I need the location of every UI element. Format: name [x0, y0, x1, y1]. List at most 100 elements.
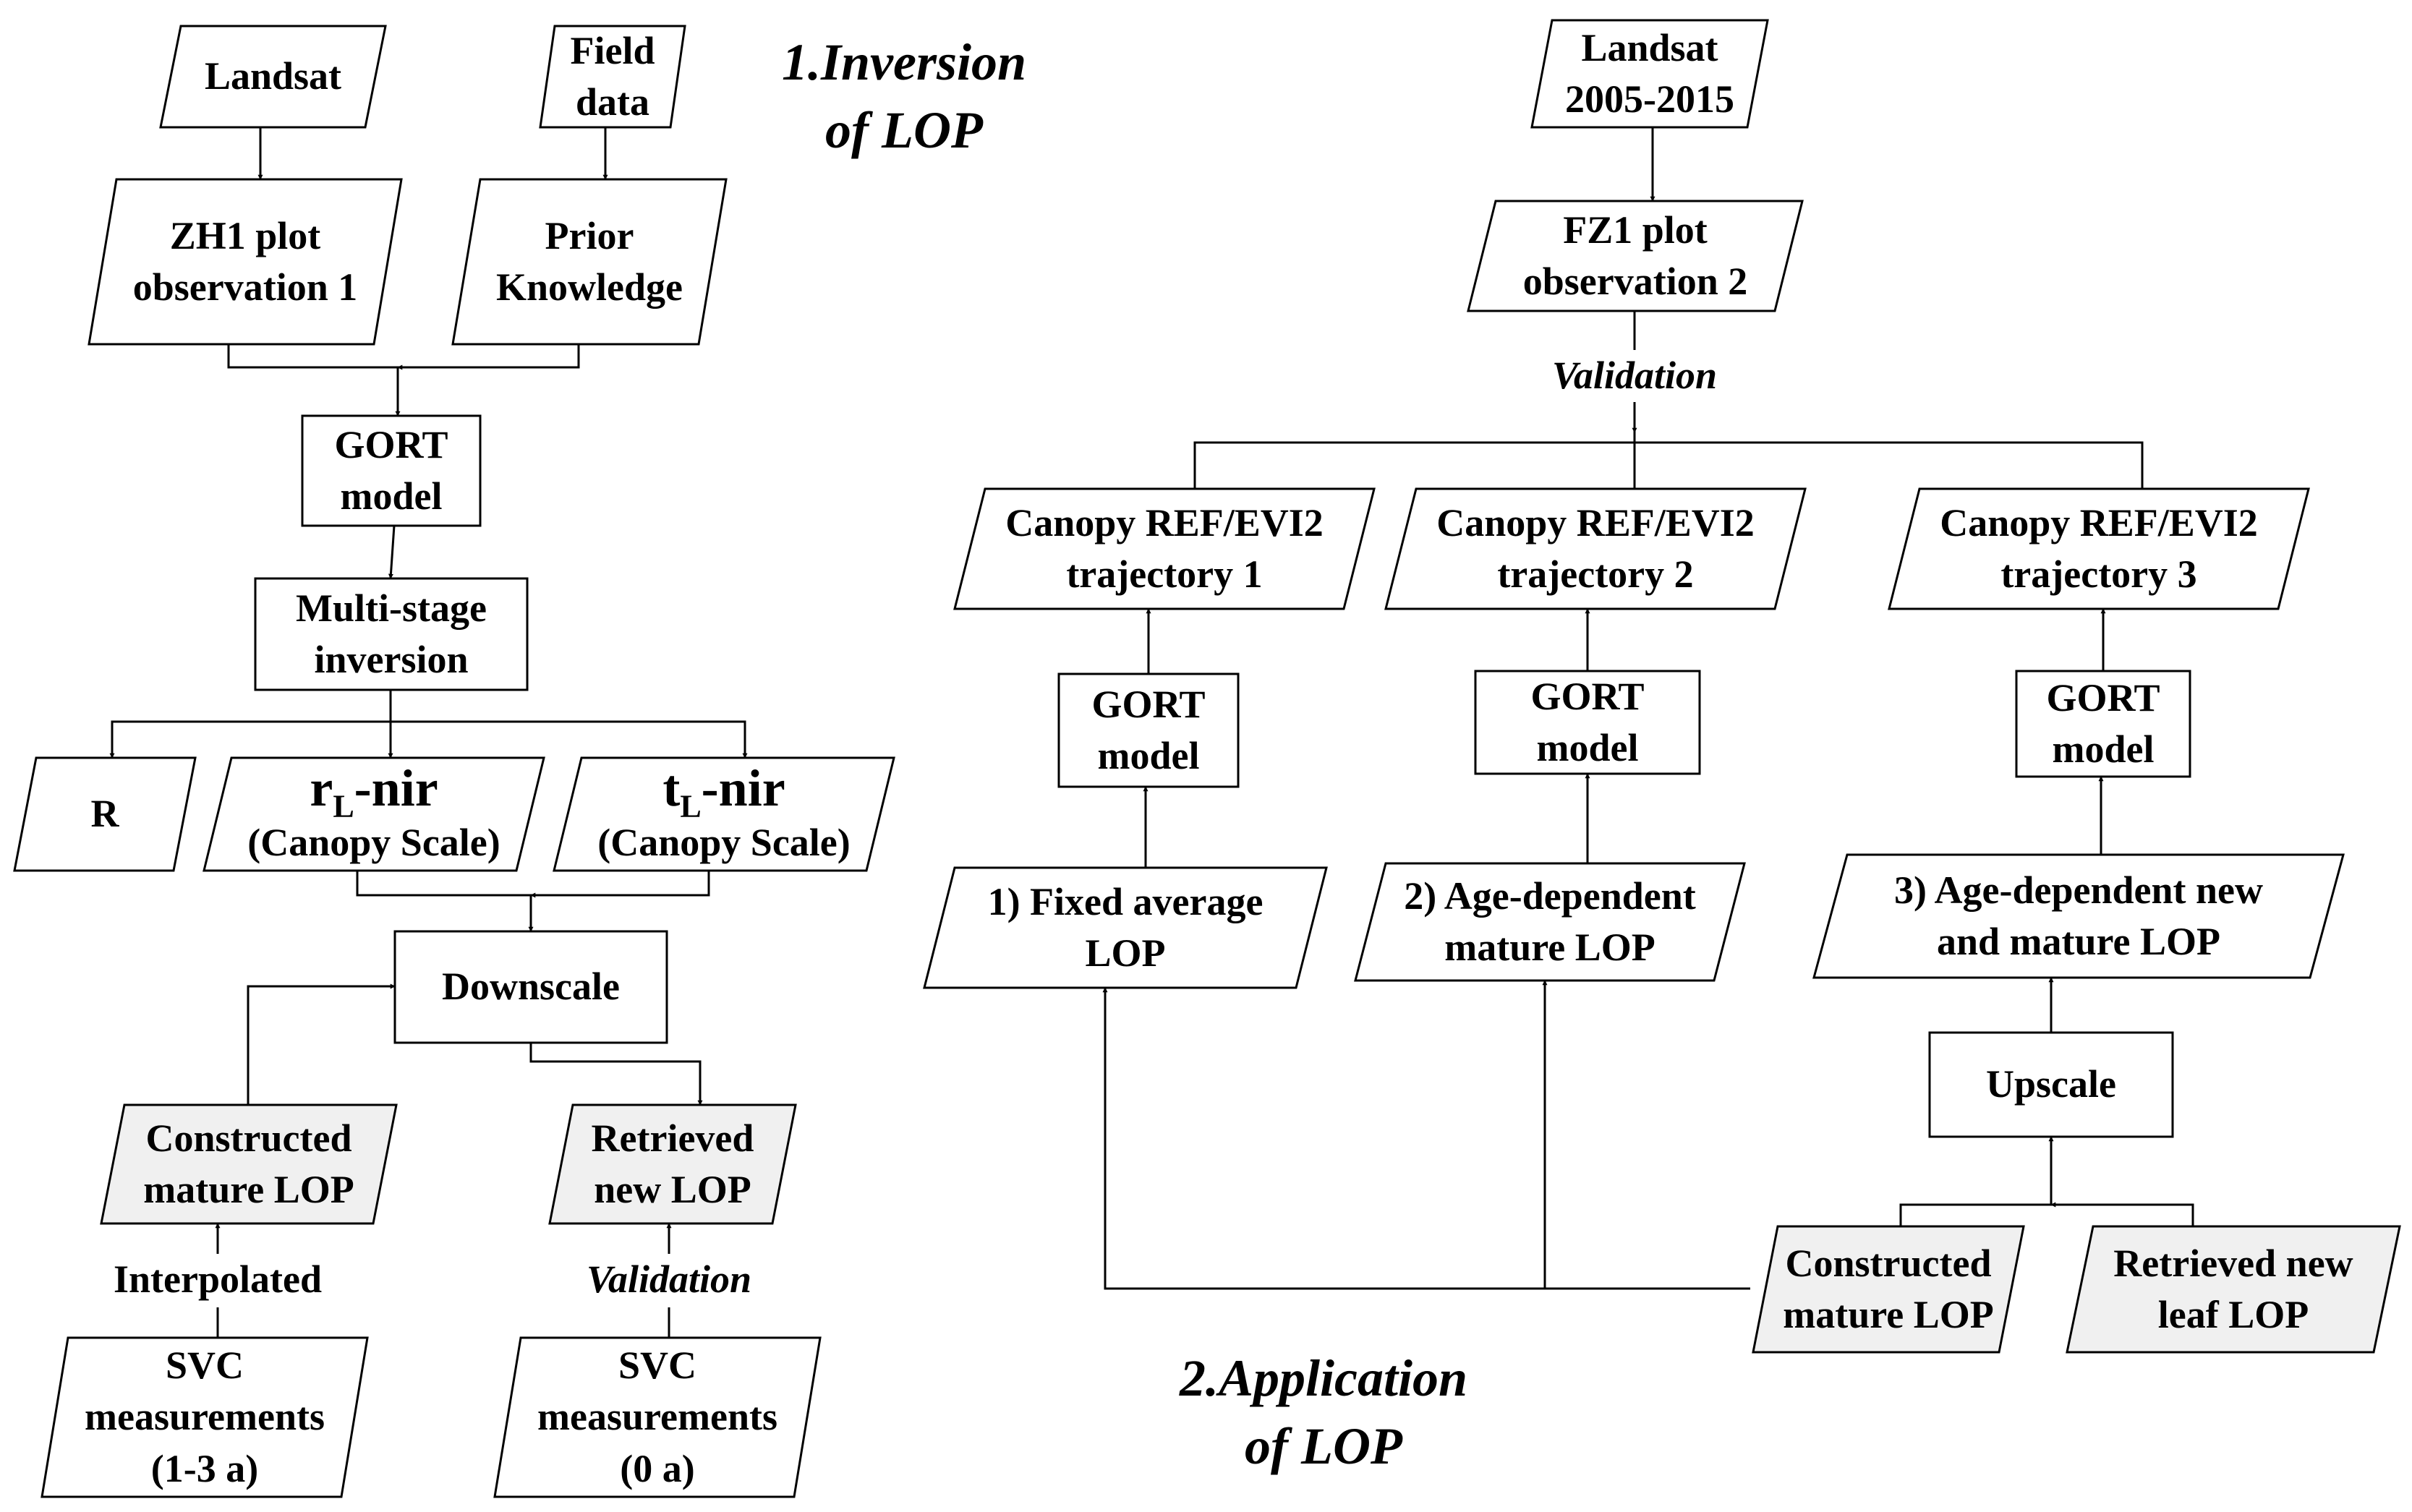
edge-multi-stage-to-tl-nir [391, 720, 748, 759]
tl-nir-scale-text: (Canopy Scale) [597, 820, 851, 864]
gort-2-line-1: GORT [1530, 674, 1645, 718]
edge-constructed-mature-2-to-fixed-avg [1102, 987, 1750, 1290]
gort-2-line-2: model [1536, 726, 1639, 769]
zh1-plot-label: ZH1 plot observation 1 [89, 179, 401, 344]
multi-stage-line-1: Multi-stage [296, 586, 487, 630]
field-data-line-2: data [575, 80, 649, 124]
multi-stage-process-box [254, 577, 529, 691]
rl-nir-label: rL-nir(Canopy Scale) [204, 758, 544, 871]
field-data-line-1: Field [570, 28, 655, 72]
edges-layer [109, 127, 2194, 1338]
age-new-mature-data-shape [1812, 853, 2345, 979]
tl-nir-symbol-rest: -nir [701, 759, 785, 817]
traj-3-line-2: trajectory 3 [2000, 552, 2197, 596]
constructed-mature-1-data-shape [100, 1103, 398, 1225]
section-title-application-line-1: 2.Application [1179, 1349, 1468, 1407]
fz1-plot-line-2: observation 2 [1522, 260, 1748, 303]
rl-nir-symbol-subscript: L [333, 788, 354, 824]
gort-3-label: GORT model [2016, 671, 2190, 777]
constructed-mature-1-line-2: mature LOP [143, 1168, 354, 1211]
traj-2-data-shape [1384, 487, 1807, 610]
fz1-plot-data-shape [1467, 200, 1804, 312]
svc-0a-line-1: SVC [618, 1344, 697, 1388]
svc-0a-data-shape [493, 1336, 822, 1498]
zh1-plot-line-1: ZH1 plot [169, 213, 321, 257]
rl-nir-data-shape [203, 756, 545, 872]
gort-inversion-line-1: GORT [334, 422, 448, 466]
fz1-plot-line-1: FZ1 plot [1563, 208, 1708, 252]
age-mature-line-1: 2) Age-dependent [1404, 874, 1696, 918]
edge-fz1-plot-to-traj-3 [1635, 441, 2144, 489]
gort-1-line-2: model [1097, 734, 1200, 777]
section-title-inversion-line-1: 1.Inversion [781, 33, 1027, 91]
retrieved-new-1-line-1: Retrieved [591, 1116, 754, 1160]
landsat-0515-line-1: Landsat [1581, 25, 1718, 69]
traj-1-line-2: trajectory 1 [1066, 552, 1263, 596]
downscale-process-box [393, 930, 668, 1044]
edge-rl-nir-to-downscale [356, 871, 534, 932]
edge-downscale-to-retrieved-new-1 [529, 1043, 703, 1106]
landsat-label: Landsat [161, 26, 385, 127]
gort-inversion-line-2: model [340, 474, 443, 518]
traj-3-line-1: Canopy REF/EVI2 [1940, 500, 2258, 544]
gort-2-label: GORT model [1475, 671, 1700, 774]
edge-zh1-plot-to-gort-inversion [227, 344, 401, 417]
section-title-inversion-line-2: of LOP [825, 101, 983, 159]
constructed-mature-1-line-1: Constructed [145, 1116, 352, 1160]
tl-nir-label: tL-nir(Canopy Scale) [554, 758, 894, 871]
gort-3-line-2: model [2052, 727, 2155, 771]
downscale-line-1: Downscale [442, 965, 620, 1009]
svc-13a-line-3: (1-3 a) [150, 1446, 259, 1490]
landsat-line-1: Landsat [204, 54, 342, 98]
landsat-0515-label: Landsat 2005-2015 [1532, 20, 1768, 127]
age-new-mature-line-1: 3) Age-dependent new [1894, 868, 2263, 912]
retrieved-new-1-label: Retrieved new LOP [550, 1105, 796, 1223]
upscale-label: Upscale [1930, 1033, 2173, 1137]
edge-label-interpolated: Interpolated [73, 1254, 362, 1306]
tl-nir-symbol-main: t [662, 759, 681, 817]
landsat-0515-line-2: 2005-2015 [1565, 77, 1734, 121]
nodes-layer [13, 19, 2401, 1498]
edge-tl-nir-to-downscale [530, 871, 710, 898]
section-title-inversion: 1.Inversion of LOP [752, 29, 1056, 164]
prior-knowledge-line-1: Prior [545, 213, 634, 257]
traj-2-line-2: trajectory 2 [1497, 552, 1694, 596]
tl-nir-symbol: tL-nir [662, 759, 785, 821]
svc-13a-data-shape [41, 1336, 369, 1498]
edge-label-validation-right: Validation [1490, 350, 1779, 402]
fixed-avg-line-1: 1) Fixed average [987, 879, 1263, 923]
tl-nir-symbol-subscript: L [680, 788, 702, 824]
r-param-line-1: R [90, 792, 119, 836]
traj-1-data-shape [953, 487, 1376, 610]
fixed-avg-data-shape [923, 866, 1328, 989]
constructed-mature-2-line-2: mature LOP [1783, 1293, 1994, 1336]
traj-3-label: Canopy REF/EVI2 trajectory 3 [1889, 489, 2309, 609]
retrieved-new-1-line-2: new LOP [594, 1168, 751, 1211]
zh1-plot-line-2: observation 1 [132, 265, 358, 309]
field-data-data-shape [539, 25, 686, 129]
gort-3-line-1: GORT [2046, 675, 2160, 719]
rl-nir-symbol-rest: -nir [354, 759, 438, 817]
edge-label-validation-left: Validation [524, 1254, 814, 1306]
prior-knowledge-line-2: Knowledge [495, 265, 683, 309]
downscale-label: Downscale [395, 931, 667, 1043]
edge-gort-inversion-to-multi-stage [388, 525, 396, 579]
rl-nir-symbol: rL-nir [310, 759, 438, 821]
gort-3-process-box [2015, 670, 2191, 778]
svc-13a-line-1: SVC [165, 1344, 244, 1388]
edge-retrieved-new-leaf-to-upscale [2050, 1202, 2194, 1226]
